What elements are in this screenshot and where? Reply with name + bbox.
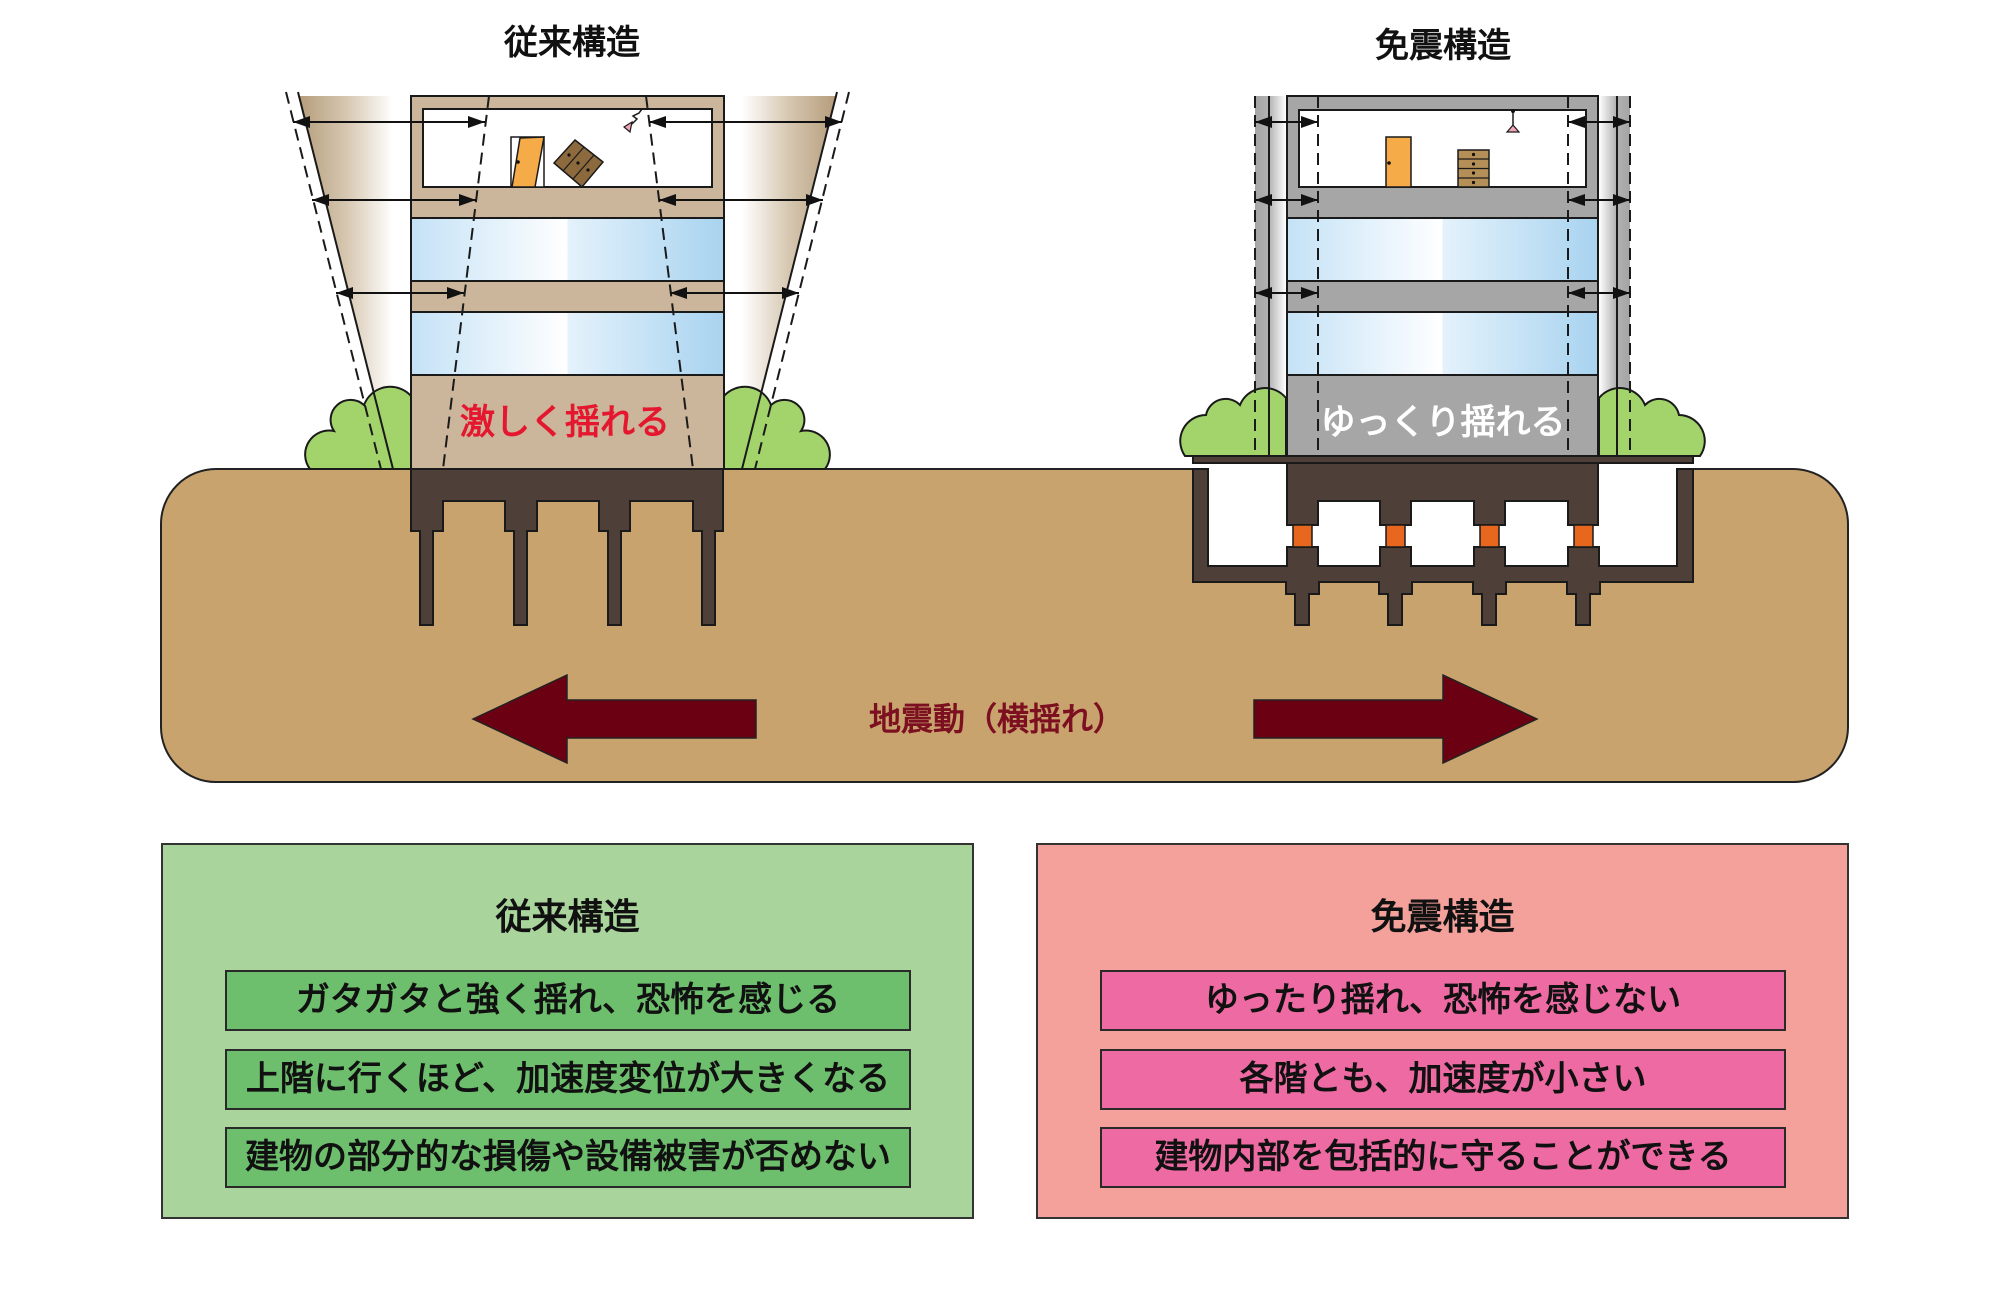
bush-icon: [723, 385, 831, 470]
bush-icon: [304, 385, 412, 470]
panel-title: 免震構造: [1370, 897, 1515, 938]
summary-item: 建物の部分的な損傷や設備被害が否めない: [225, 1127, 911, 1188]
isolator-bearing: [1292, 524, 1313, 548]
isolator-bearing: [1573, 524, 1594, 548]
conventional-building-group: [285, 91, 850, 626]
gentle-shaking-label: ゆっくり揺れる: [1320, 403, 1566, 443]
isolator-bearing: [1479, 524, 1500, 548]
summary-item: ゆったり揺れ、恐怖を感じない: [1100, 970, 1786, 1031]
conventional-structure-heading: 従来構造: [504, 23, 640, 63]
isolator-bearing: [1385, 524, 1406, 548]
bush-icon: [1179, 387, 1287, 457]
summary-item: ガタガタと強く揺れ、恐怖を感じる: [225, 970, 911, 1031]
deformed-outline-dashed-line: [442, 95, 490, 470]
deformed-outline-dashed-line: [645, 95, 694, 470]
glass-floor-lower: [1286, 311, 1599, 376]
conventional-foundation-with-piles: [410, 468, 724, 626]
bush-icon: [1598, 387, 1706, 457]
isolated-summary-panel: 免震構造 ゆったり揺れ、恐怖を感じない 各階とも、加速度が小さい 建物内部を包括…: [1036, 843, 1849, 1219]
toppled-cabinet-icon: [552, 138, 605, 189]
glass-floor-lower: [410, 311, 725, 376]
sway-envelope-right: [724, 96, 837, 469]
glass-floor-upper: [410, 217, 725, 282]
conventional-summary-panel: 従来構造 ガタガタと強く揺れ、恐怖を感じる 上階に行くほど、加速度変位が大きくな…: [161, 843, 974, 1219]
pendant-lamp-icon: [1505, 109, 1521, 133]
chest-of-drawers-icon: [1457, 149, 1490, 188]
swinging-lamp-icon: [622, 108, 643, 134]
sway-limit-dashed-line: [754, 91, 850, 470]
panel-title: 従来構造: [495, 897, 640, 938]
summary-item: 各階とも、加速度が小さい: [1100, 1049, 1786, 1110]
sway-limit-line: [297, 91, 394, 470]
isolation-slab: [1192, 455, 1694, 464]
isolation-pit-with-piles: [1192, 468, 1694, 626]
isolated-structure-heading: 免震構造: [1375, 26, 1511, 66]
top-floor-room: [1298, 109, 1587, 188]
isolated-building-group: [1179, 95, 1706, 626]
tilted-door-icon: [510, 136, 545, 188]
door-icon: [1385, 136, 1412, 188]
ground-motion-arrow-right: [1253, 673, 1539, 765]
violent-shaking-label: 激しく揺れる: [459, 403, 670, 443]
sway-limit-line: [741, 91, 838, 470]
summary-item: 上階に行くほど、加速度変位が大きくなる: [225, 1049, 911, 1110]
ground-motion-arrow-left: [471, 673, 757, 765]
summary-item: 建物内部を包括的に守ることができる: [1100, 1127, 1786, 1188]
sway-limit-dashed-line: [285, 91, 382, 470]
glass-floor-upper: [1286, 217, 1599, 282]
ground-motion-label: 地震動（横揺れ）: [868, 700, 1125, 738]
sway-envelope-left: [298, 96, 411, 469]
